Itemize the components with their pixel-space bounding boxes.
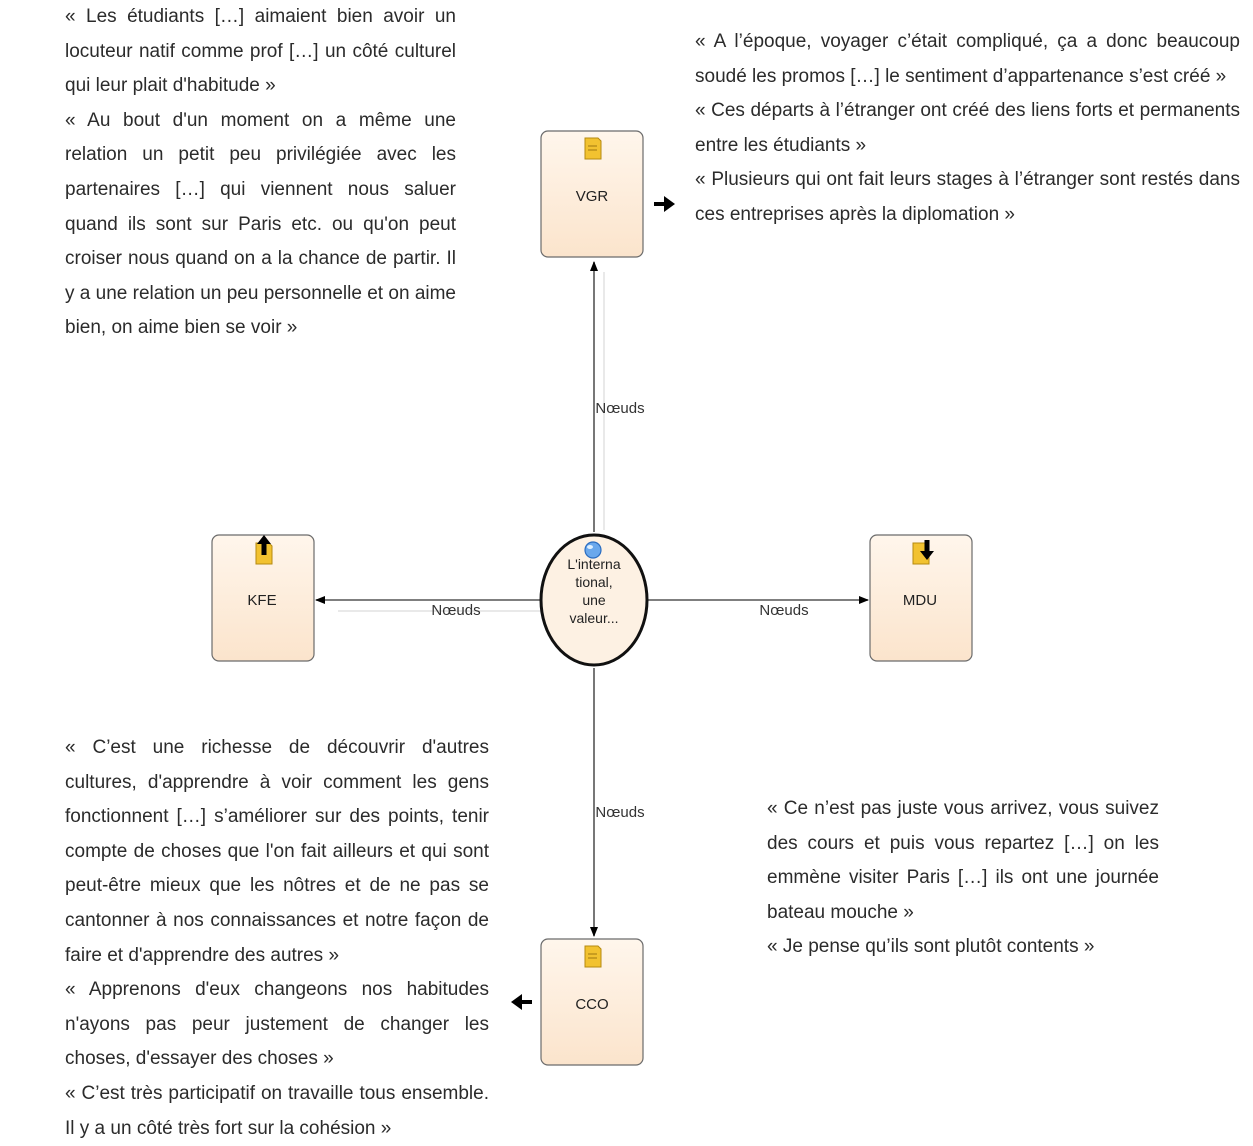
edge-label-left: Nœuds (431, 602, 480, 619)
quote-paragraph: « Apprenons d'eux changeons nos habitude… (65, 979, 489, 1070)
arrow-right-icon (654, 196, 675, 212)
quote-paragraph: « Les étudiants […] aimaient bien avoir … (65, 6, 456, 97)
document-icon (584, 137, 602, 160)
quote-paragraph: « Je pense qu’ils sont plutôt contents » (767, 936, 1095, 958)
edge-label-bottom: Nœuds (595, 804, 644, 821)
arrow-down-icon (920, 540, 934, 560)
node-label: VGR (576, 188, 609, 205)
node-label: MDU (903, 592, 937, 609)
quote-block-top-right: « A l’époque, voyager c’était compliqué,… (695, 25, 1240, 233)
node-mdu[interactable]: MDU (869, 534, 973, 662)
center-node[interactable]: L'interna tional, une valeur... (539, 533, 649, 667)
globe-icon (584, 541, 602, 559)
node-kfe[interactable]: KFE (211, 534, 315, 662)
center-label-line: tional, (575, 574, 612, 590)
center-label-line: valeur... (569, 610, 618, 626)
quote-block-top-left: « Les étudiants […] aimaient bien avoir … (65, 0, 456, 346)
quote-paragraph: « Au bout d'un moment on a même une rela… (65, 109, 456, 339)
quote-paragraph: « Ce n’est pas juste vous arrivez, vous … (767, 798, 1159, 923)
quote-paragraph: « Ces départs à l’étranger ont créé des … (695, 100, 1240, 156)
edge-label-top: Nœuds (595, 400, 644, 417)
quote-paragraph: « C’est une richesse de découvrir d'autr… (65, 737, 489, 966)
arrow-left-icon (511, 994, 532, 1010)
quote-paragraph: « A l’époque, voyager c’était compliqué,… (695, 31, 1240, 87)
center-label-line: une (582, 592, 606, 608)
arrow-up-icon (257, 535, 271, 555)
quote-paragraph: « Plusieurs qui ont fait leurs stages à … (695, 169, 1240, 225)
node-cco[interactable]: CCO (540, 938, 644, 1066)
node-label: KFE (247, 592, 276, 609)
node-vgr[interactable]: VGR (540, 130, 644, 258)
quote-block-bottom-right: « Ce n’est pas juste vous arrivez, vous … (767, 792, 1159, 965)
document-icon (584, 945, 602, 968)
center-label-line: L'interna (567, 556, 620, 572)
node-label: CCO (575, 996, 608, 1013)
quote-block-bottom-left: « C’est une richesse de découvrir d'autr… (65, 731, 489, 1146)
edge-label-right: Nœuds (759, 602, 808, 619)
